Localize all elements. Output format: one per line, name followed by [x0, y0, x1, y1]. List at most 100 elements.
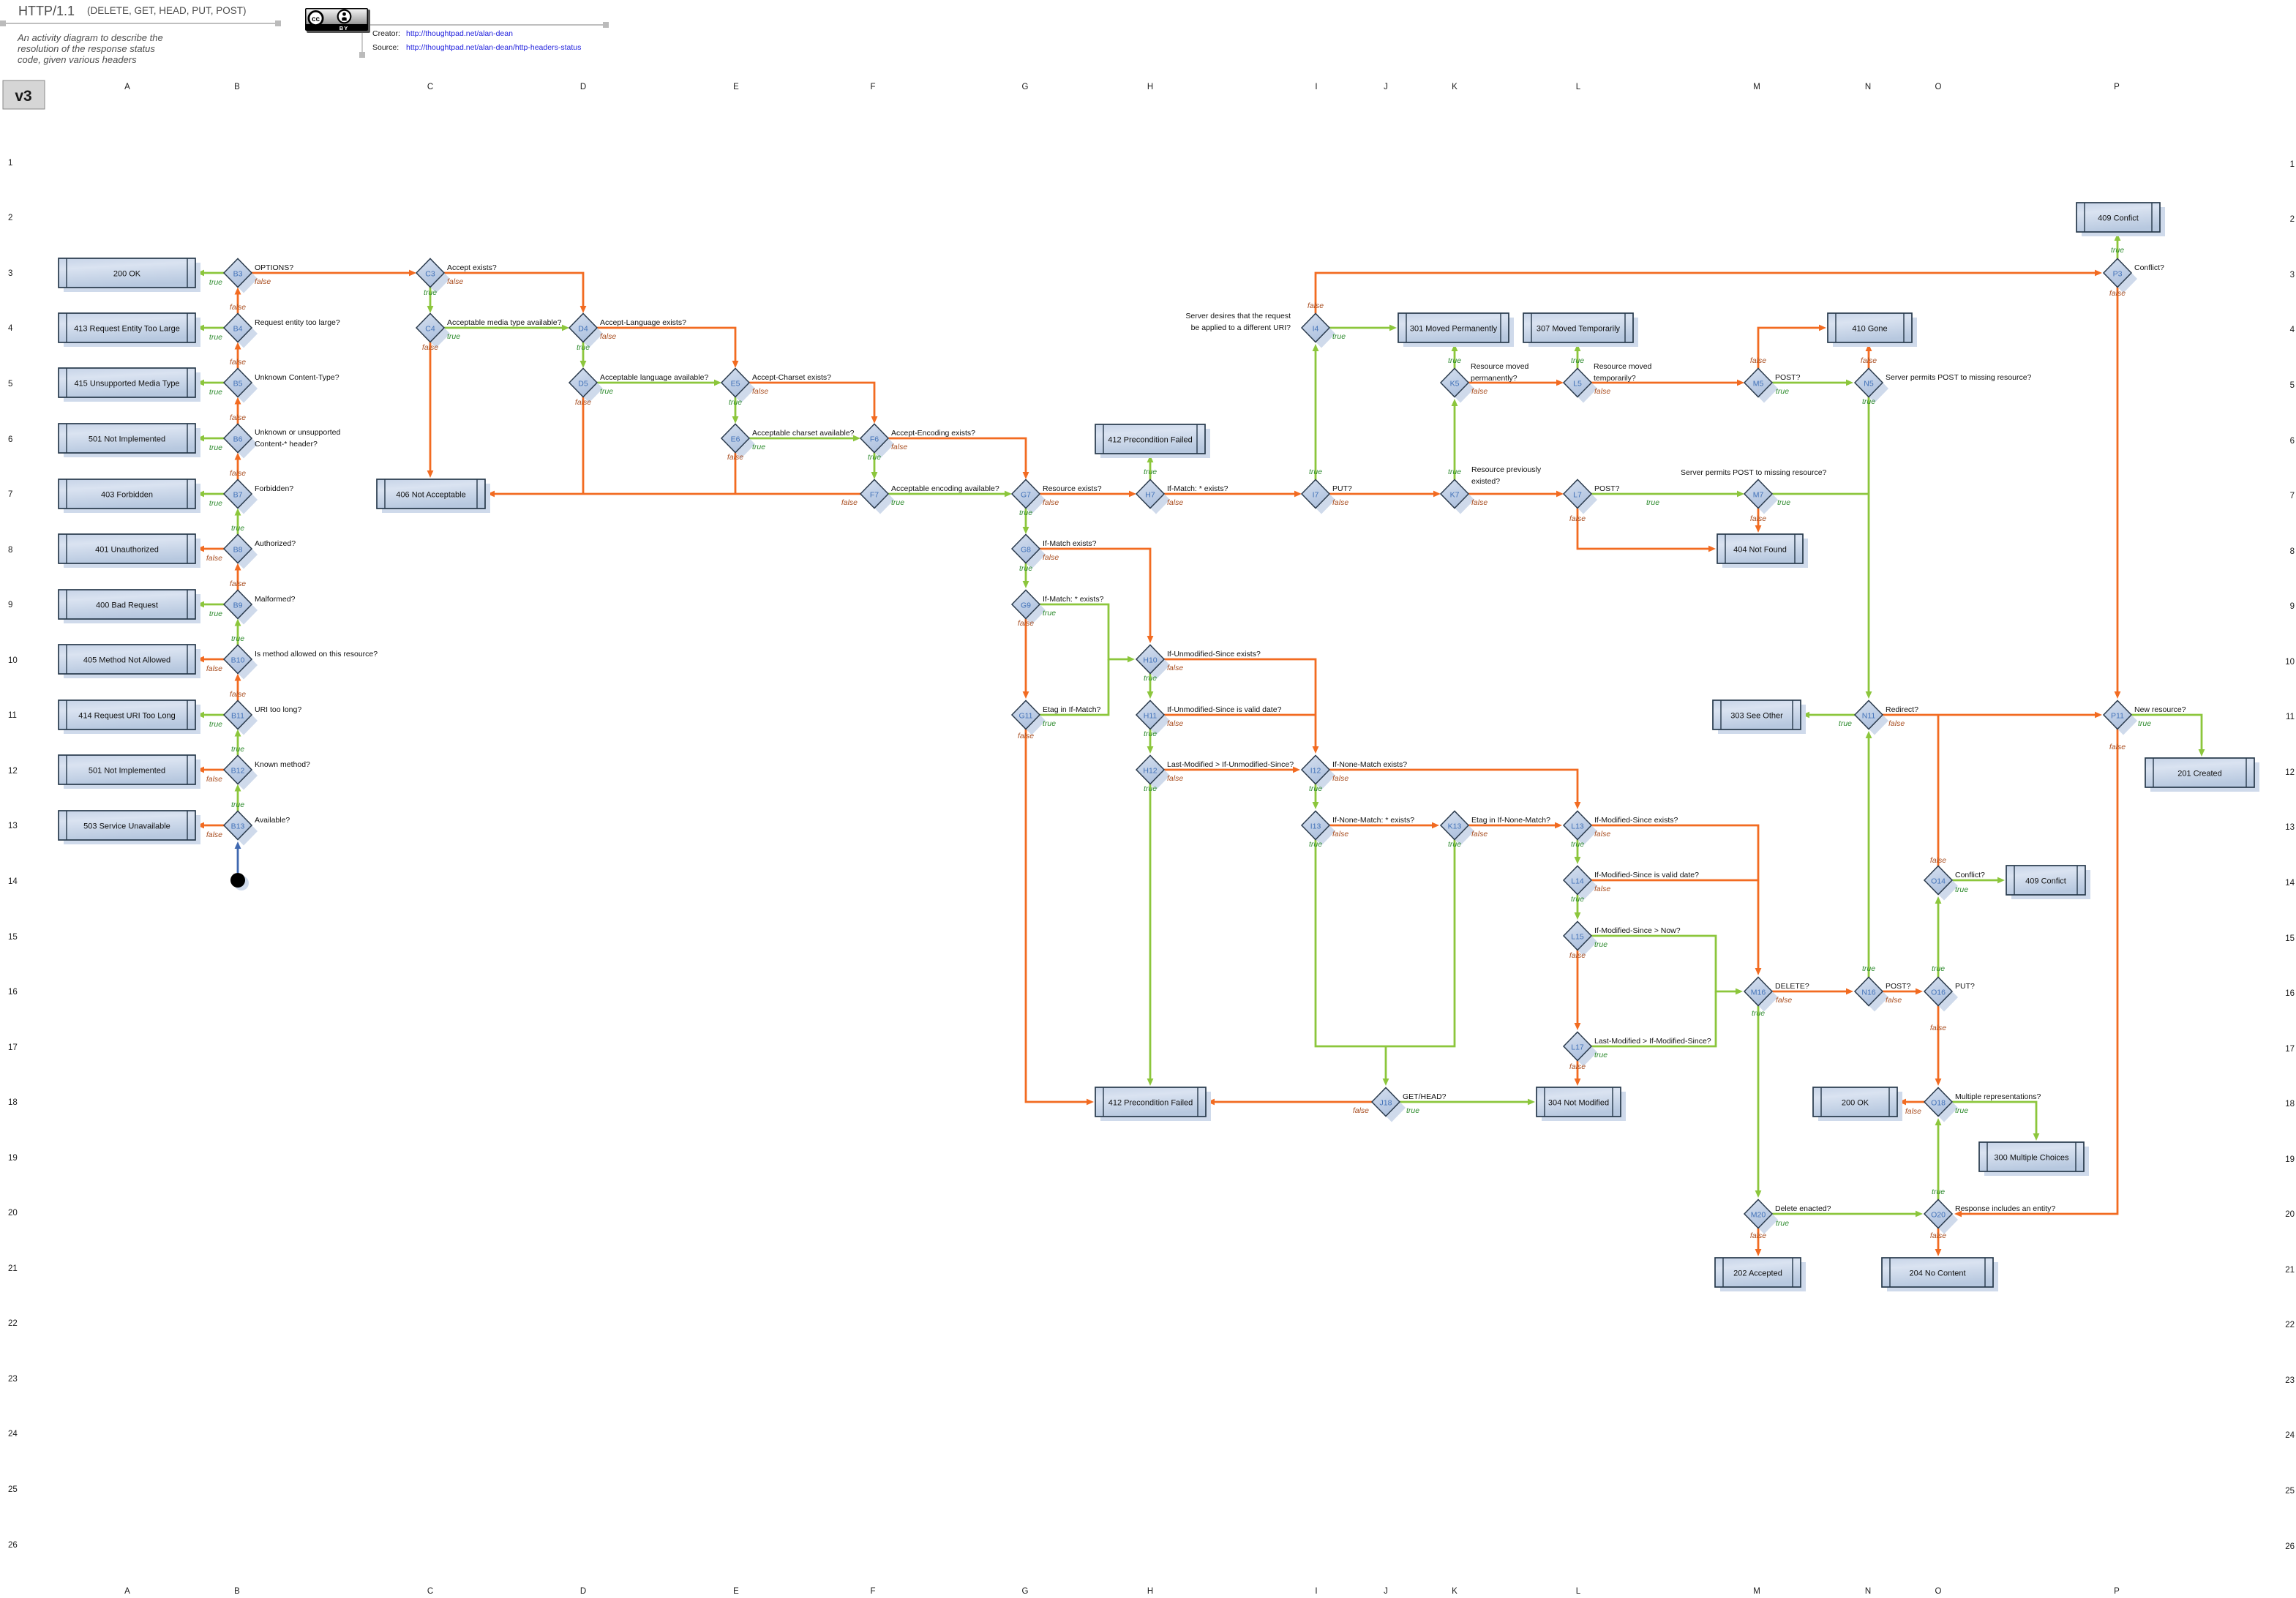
- svg-text:409 Confict: 409 Confict: [2098, 214, 2139, 223]
- svg-text:false: false: [1018, 619, 1034, 628]
- svg-text:false: false: [1776, 996, 1792, 1005]
- svg-text:300 Multiple Choices: 300 Multiple Choices: [1994, 1154, 2069, 1163]
- svg-text:M16: M16: [1751, 989, 1766, 997]
- svg-text:If-Match: * exists?: If-Match: * exists?: [1167, 484, 1228, 493]
- svg-text:1: 1: [2290, 160, 2295, 169]
- svg-text:I: I: [1315, 1587, 1317, 1596]
- svg-text:resolution of the response sta: resolution of the response status: [18, 43, 155, 54]
- svg-text:H: H: [1147, 1587, 1153, 1596]
- svg-text:false: false: [1018, 732, 1034, 740]
- svg-text:false: false: [1043, 553, 1059, 562]
- svg-text:false: false: [600, 332, 616, 341]
- svg-text:N11: N11: [1862, 712, 1876, 721]
- svg-text:true: true: [1752, 1009, 1765, 1018]
- svg-text:5: 5: [8, 380, 12, 389]
- svg-text:I: I: [1315, 83, 1317, 91]
- svg-text:L: L: [1576, 83, 1581, 91]
- svg-text:C3: C3: [425, 270, 435, 279]
- svg-text:false: false: [1905, 1107, 1921, 1116]
- svg-text:I13: I13: [1310, 822, 1321, 831]
- svg-text:Delete enacted?: Delete enacted?: [1775, 1204, 1831, 1213]
- svg-text:L17: L17: [1571, 1043, 1584, 1052]
- svg-text:P: P: [2114, 83, 2120, 91]
- svg-text:false: false: [230, 469, 246, 478]
- svg-text:Creator:: Creator:: [372, 29, 400, 38]
- svg-text:405 Method Not Allowed: 405 Method Not Allowed: [83, 656, 170, 665]
- svg-text:If-Unmodified-Since exists?: If-Unmodified-Since exists?: [1167, 650, 1261, 659]
- svg-text:G: G: [1022, 1587, 1029, 1596]
- svg-text:true: true: [1955, 885, 1968, 894]
- svg-text:true: true: [1019, 564, 1032, 573]
- svg-text:415 Unsupported Media Type: 415 Unsupported Media Type: [74, 380, 179, 389]
- svg-text:true: true: [600, 387, 613, 396]
- svg-text:E5: E5: [731, 380, 740, 389]
- svg-text:If-Modified-Since > Now?: If-Modified-Since > Now?: [1594, 926, 1681, 935]
- svg-text:Acceptable encoding available?: Acceptable encoding available?: [891, 484, 999, 493]
- svg-text:true: true: [1594, 940, 1607, 949]
- svg-text:Known method?: Known method?: [255, 760, 310, 769]
- svg-text:false: false: [891, 443, 907, 451]
- svg-text:Etag in If-None-Match?: Etag in If-None-Match?: [1471, 816, 1550, 825]
- svg-text:false: false: [1167, 664, 1183, 672]
- svg-text:true: true: [1144, 468, 1157, 476]
- svg-text:Resource previously: Resource previously: [1471, 465, 1542, 474]
- svg-text:v3: v3: [15, 88, 31, 105]
- svg-text:false: false: [1569, 951, 1586, 960]
- svg-text:J: J: [1384, 1587, 1388, 1596]
- svg-text:If-Unmodified-Since is valid d: If-Unmodified-Since is valid date?: [1167, 705, 1282, 714]
- svg-text:false: false: [206, 775, 222, 784]
- svg-text:true: true: [1777, 498, 1790, 507]
- svg-text:true: true: [209, 499, 222, 508]
- svg-text:false: false: [1332, 498, 1348, 507]
- svg-text:409 Confict: 409 Confict: [2025, 877, 2066, 886]
- svg-text:O16: O16: [1931, 989, 1946, 997]
- svg-text:F: F: [870, 83, 875, 91]
- svg-text:true: true: [209, 278, 222, 287]
- svg-text:true: true: [1932, 964, 1945, 973]
- svg-text:25: 25: [2285, 1487, 2295, 1496]
- svg-text:O: O: [1935, 1587, 1942, 1596]
- svg-text:true: true: [231, 634, 244, 643]
- svg-text:23: 23: [2285, 1376, 2295, 1385]
- svg-text:4: 4: [2290, 326, 2295, 334]
- svg-text:18: 18: [2285, 1100, 2295, 1109]
- svg-text:F: F: [870, 1587, 875, 1596]
- svg-text:24: 24: [2285, 1431, 2295, 1440]
- svg-text:temporarily?: temporarily?: [1594, 374, 1636, 383]
- svg-text:false: false: [2109, 289, 2126, 298]
- svg-text:M7: M7: [1753, 491, 1764, 500]
- svg-text:G8: G8: [1021, 546, 1031, 555]
- svg-text:10: 10: [2285, 658, 2295, 667]
- svg-text:true: true: [209, 443, 222, 452]
- svg-text:true: true: [1406, 1106, 1419, 1115]
- svg-text:B11: B11: [231, 712, 244, 721]
- svg-text:true: true: [1144, 784, 1157, 793]
- svg-text:Etag in If-Match?: Etag in If-Match?: [1043, 705, 1101, 714]
- svg-text:22: 22: [2285, 1321, 2295, 1329]
- svg-text:B13: B13: [231, 822, 245, 831]
- svg-text:true: true: [209, 720, 222, 729]
- svg-text:true: true: [209, 333, 222, 342]
- svg-text:501 Not Implemented: 501 Not Implemented: [89, 767, 165, 776]
- svg-text:E: E: [733, 1587, 739, 1596]
- svg-text:true: true: [1144, 729, 1157, 738]
- svg-text:Server desires that the reques: Server desires that the request: [1185, 312, 1291, 320]
- svg-text:false: false: [1886, 996, 1902, 1005]
- svg-text:Acceptable charset available?: Acceptable charset available?: [752, 429, 855, 438]
- svg-text:11: 11: [2286, 713, 2295, 721]
- svg-text:true: true: [424, 288, 437, 297]
- svg-text:G: G: [1022, 83, 1029, 91]
- svg-text:8: 8: [2290, 547, 2295, 556]
- svg-text:B12: B12: [231, 767, 245, 776]
- svg-text:OPTIONS?: OPTIONS?: [255, 263, 293, 272]
- svg-text:I12: I12: [1310, 767, 1321, 776]
- svg-text:true: true: [1932, 1188, 1945, 1196]
- svg-text:false: false: [1594, 387, 1610, 396]
- svg-text:301 Moved Permanently: 301 Moved Permanently: [1410, 325, 1498, 334]
- svg-text:N16: N16: [1861, 989, 1875, 997]
- svg-text:12: 12: [2285, 768, 2295, 777]
- svg-text:19: 19: [2285, 1155, 2295, 1164]
- svg-text:POST?: POST?: [1775, 373, 1801, 382]
- svg-text:22: 22: [8, 1319, 18, 1328]
- svg-text:true: true: [1776, 387, 1789, 396]
